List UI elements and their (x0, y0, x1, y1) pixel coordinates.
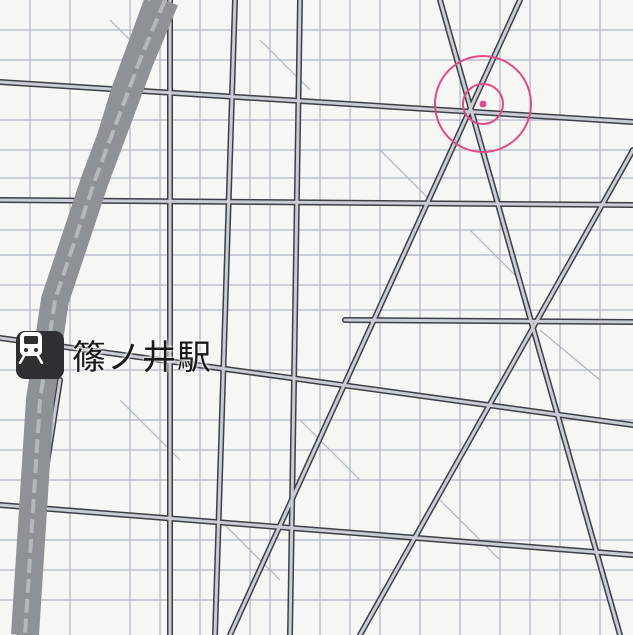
train-icon (16, 330, 64, 379)
target-marker[interactable] (434, 55, 532, 153)
station-name: 篠ノ井駅 (72, 338, 212, 378)
target-circle-icon (479, 100, 487, 108)
railway (11, 0, 178, 635)
station-label[interactable]: 篠ノ井駅 (16, 330, 212, 379)
